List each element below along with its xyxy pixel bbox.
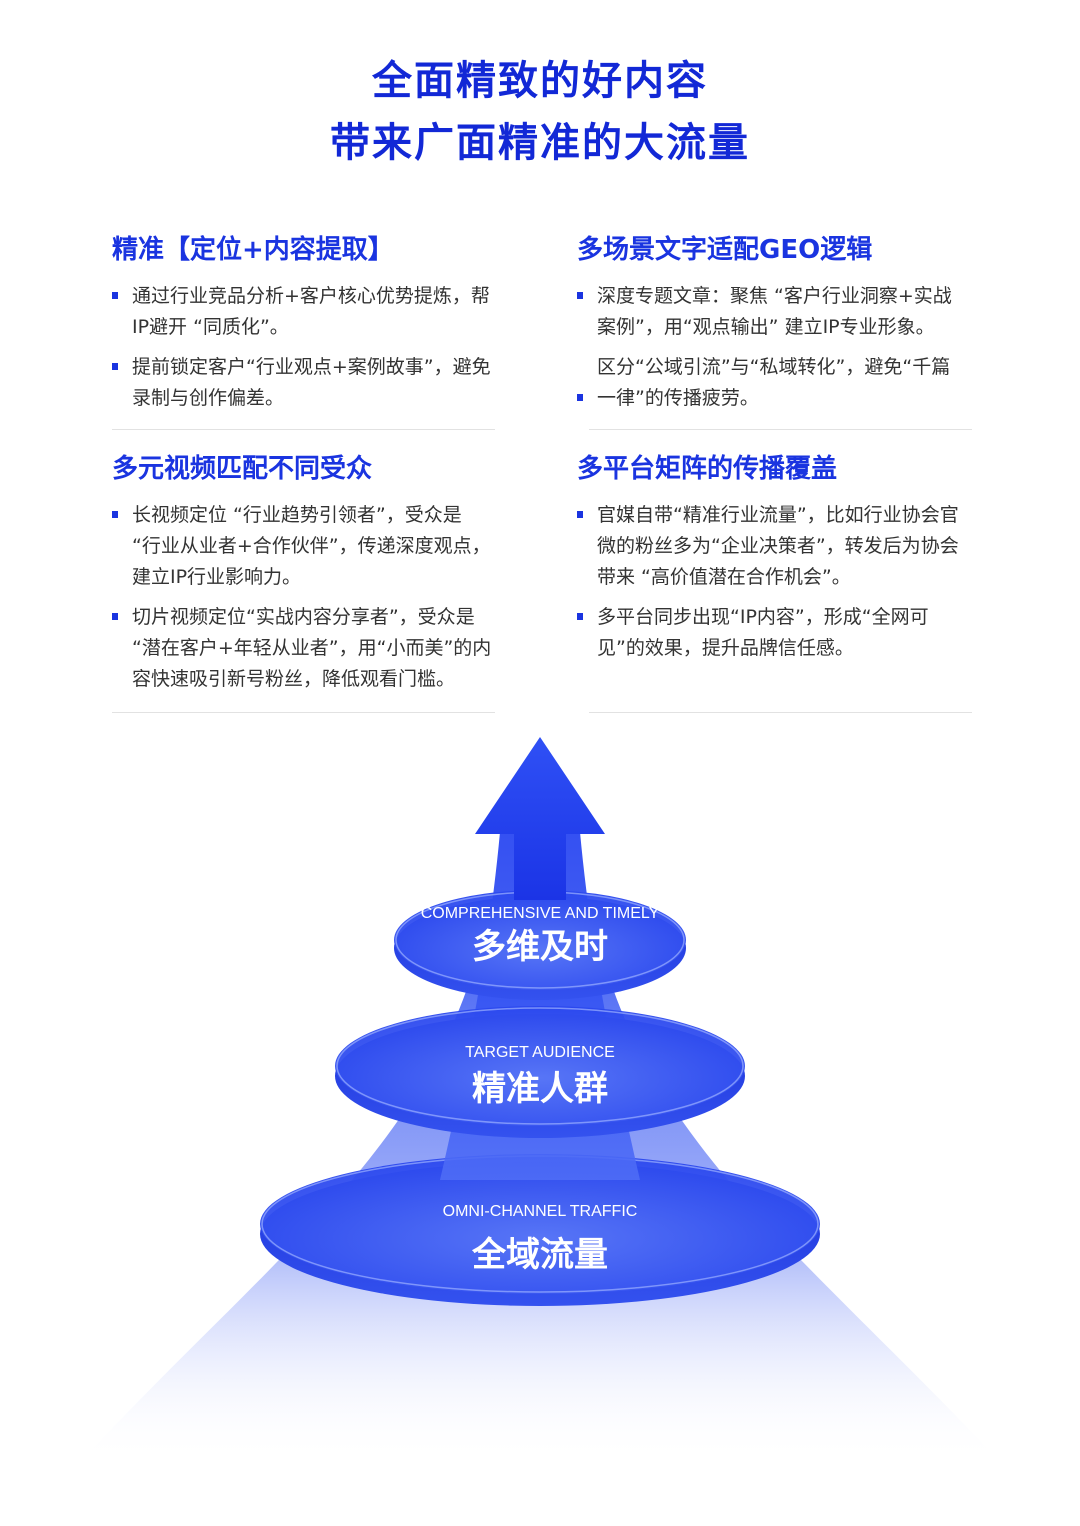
section-precise-positioning: 精准【定位+内容提取】 通过行业竞品分析+客户核心优势提炼，帮IP避开 “同质化… — [112, 233, 496, 423]
bullet-item: 提前锁定客户“行业观点+案例故事”，避免录制与创作偏差。 — [112, 352, 496, 414]
layer-1-cn-label: 多维及时 — [472, 927, 608, 967]
bullet-text: 切片视频定位“实战内容分享者”，受众是 “潜在客户+年轻从业者”，用“小而美”的… — [132, 606, 492, 690]
section-title: 多元视频匹配不同受众 — [112, 454, 373, 484]
bullet-item: 通过行业竞品分析+客户核心优势提炼，帮IP避开 “同质化”。 — [112, 281, 496, 343]
headline-line-1: 全面精致的好内容 — [372, 58, 708, 104]
bullet-square-icon — [577, 511, 583, 518]
bullet-square-icon — [112, 363, 118, 370]
arrow-up-icon — [475, 737, 605, 900]
bullet-item: 切片视频定位“实战内容分享者”，受众是 “潜在客户+年轻从业者”，用“小而美”的… — [112, 602, 496, 695]
bullet-list: 长视频定位 “行业趋势引领者”，受众是 “行业从业者+合作伙伴”，传递深度观点，… — [112, 500, 496, 695]
section-title: 精准【定位+内容提取】 — [112, 235, 394, 265]
bullet-item: 多平台同步出现“IP内容”，形成“全网可见”的效果，提升品牌信任感。 — [577, 602, 961, 664]
layer-3-cn-label: 全域流量 — [471, 1235, 608, 1275]
section-platform-matrix: 多平台矩阵的传播覆盖 官媒自带“精准行业流量”，比如行业协会官微的粉丝多为“企业… — [577, 452, 961, 673]
bullet-text: 区分“公域引流”与“私域转化”，避免“千篇一律”的传播疲劳。 — [597, 356, 951, 409]
divider — [589, 429, 972, 430]
bullet-square-icon — [577, 613, 583, 620]
section-video-audience: 多元视频匹配不同受众 长视频定位 “行业趋势引领者”，受众是 “行业从业者+合作… — [112, 452, 496, 704]
layer-2-en-label: TARGET AUDIENCE — [465, 1044, 615, 1061]
divider — [112, 429, 495, 430]
bullet-text: 官媒自带“精准行业流量”，比如行业协会官微的粉丝多为“企业决策者”，转发后为协会… — [597, 504, 959, 588]
layer-1-en-label: COMPREHENSIVE AND TIMELY — [421, 905, 660, 922]
bullet-text: 通过行业竞品分析+客户核心优势提炼，帮IP避开 “同质化”。 — [132, 285, 490, 338]
bullet-item: 官媒自带“精准行业流量”，比如行业协会官微的粉丝多为“企业决策者”，转发后为协会… — [577, 500, 961, 593]
bullet-text: 深度专题文章：聚焦 “客户行业洞察+实战案例”，用“观点输出” 建立IP专业形象… — [597, 285, 952, 338]
disc-top — [394, 890, 686, 1000]
bullet-square-icon — [577, 292, 583, 299]
bullet-square-icon — [577, 394, 583, 401]
bullet-list: 通过行业竞品分析+客户核心优势提炼，帮IP避开 “同质化”。 提前锁定客户“行业… — [112, 281, 496, 414]
disc-middle — [335, 1006, 745, 1138]
section-geo-logic: 多场景文字适配GEO逻辑 深度专题文章：聚焦 “客户行业洞察+实战案例”，用“观… — [577, 233, 961, 423]
bullet-text: 提前锁定客户“行业观点+案例故事”，避免录制与创作偏差。 — [132, 356, 491, 409]
divider — [112, 712, 495, 713]
bullet-item: 区分“公域引流”与“私域转化”，避免“千篇一律”的传播疲劳。 — [577, 352, 961, 414]
bullet-square-icon — [112, 613, 118, 620]
bullet-text: 多平台同步出现“IP内容”，形成“全网可见”的效果，提升品牌信任感。 — [597, 606, 929, 659]
headline-line-2: 带来广面精准的大流量 — [330, 120, 750, 166]
layer-2-cn-label: 精准人群 — [472, 1069, 608, 1109]
section-title: 多场景文字适配GEO逻辑 — [577, 235, 873, 265]
traffic-pyramid-illustration: COMPREHENSIVE AND TIMELY 多维及时 TARGET AUD… — [80, 737, 1000, 1462]
section-title: 多平台矩阵的传播覆盖 — [577, 454, 838, 484]
divider — [589, 712, 972, 713]
layer-3-en-label: OMNI-CHANNEL TRAFFIC — [443, 1203, 638, 1220]
bullet-square-icon — [112, 511, 118, 518]
bullet-list: 深度专题文章：聚焦 “客户行业洞察+实战案例”，用“观点输出” 建立IP专业形象… — [577, 281, 961, 414]
bullet-item: 深度专题文章：聚焦 “客户行业洞察+实战案例”，用“观点输出” 建立IP专业形象… — [577, 281, 961, 343]
bullet-square-icon — [112, 292, 118, 299]
bullet-text: 长视频定位 “行业趋势引领者”，受众是 “行业从业者+合作伙伴”，传递深度观点，… — [132, 504, 491, 588]
bullet-item: 长视频定位 “行业趋势引领者”，受众是 “行业从业者+合作伙伴”，传递深度观点，… — [112, 500, 496, 593]
bullet-list: 官媒自带“精准行业流量”，比如行业协会官微的粉丝多为“企业决策者”，转发后为协会… — [577, 500, 961, 664]
